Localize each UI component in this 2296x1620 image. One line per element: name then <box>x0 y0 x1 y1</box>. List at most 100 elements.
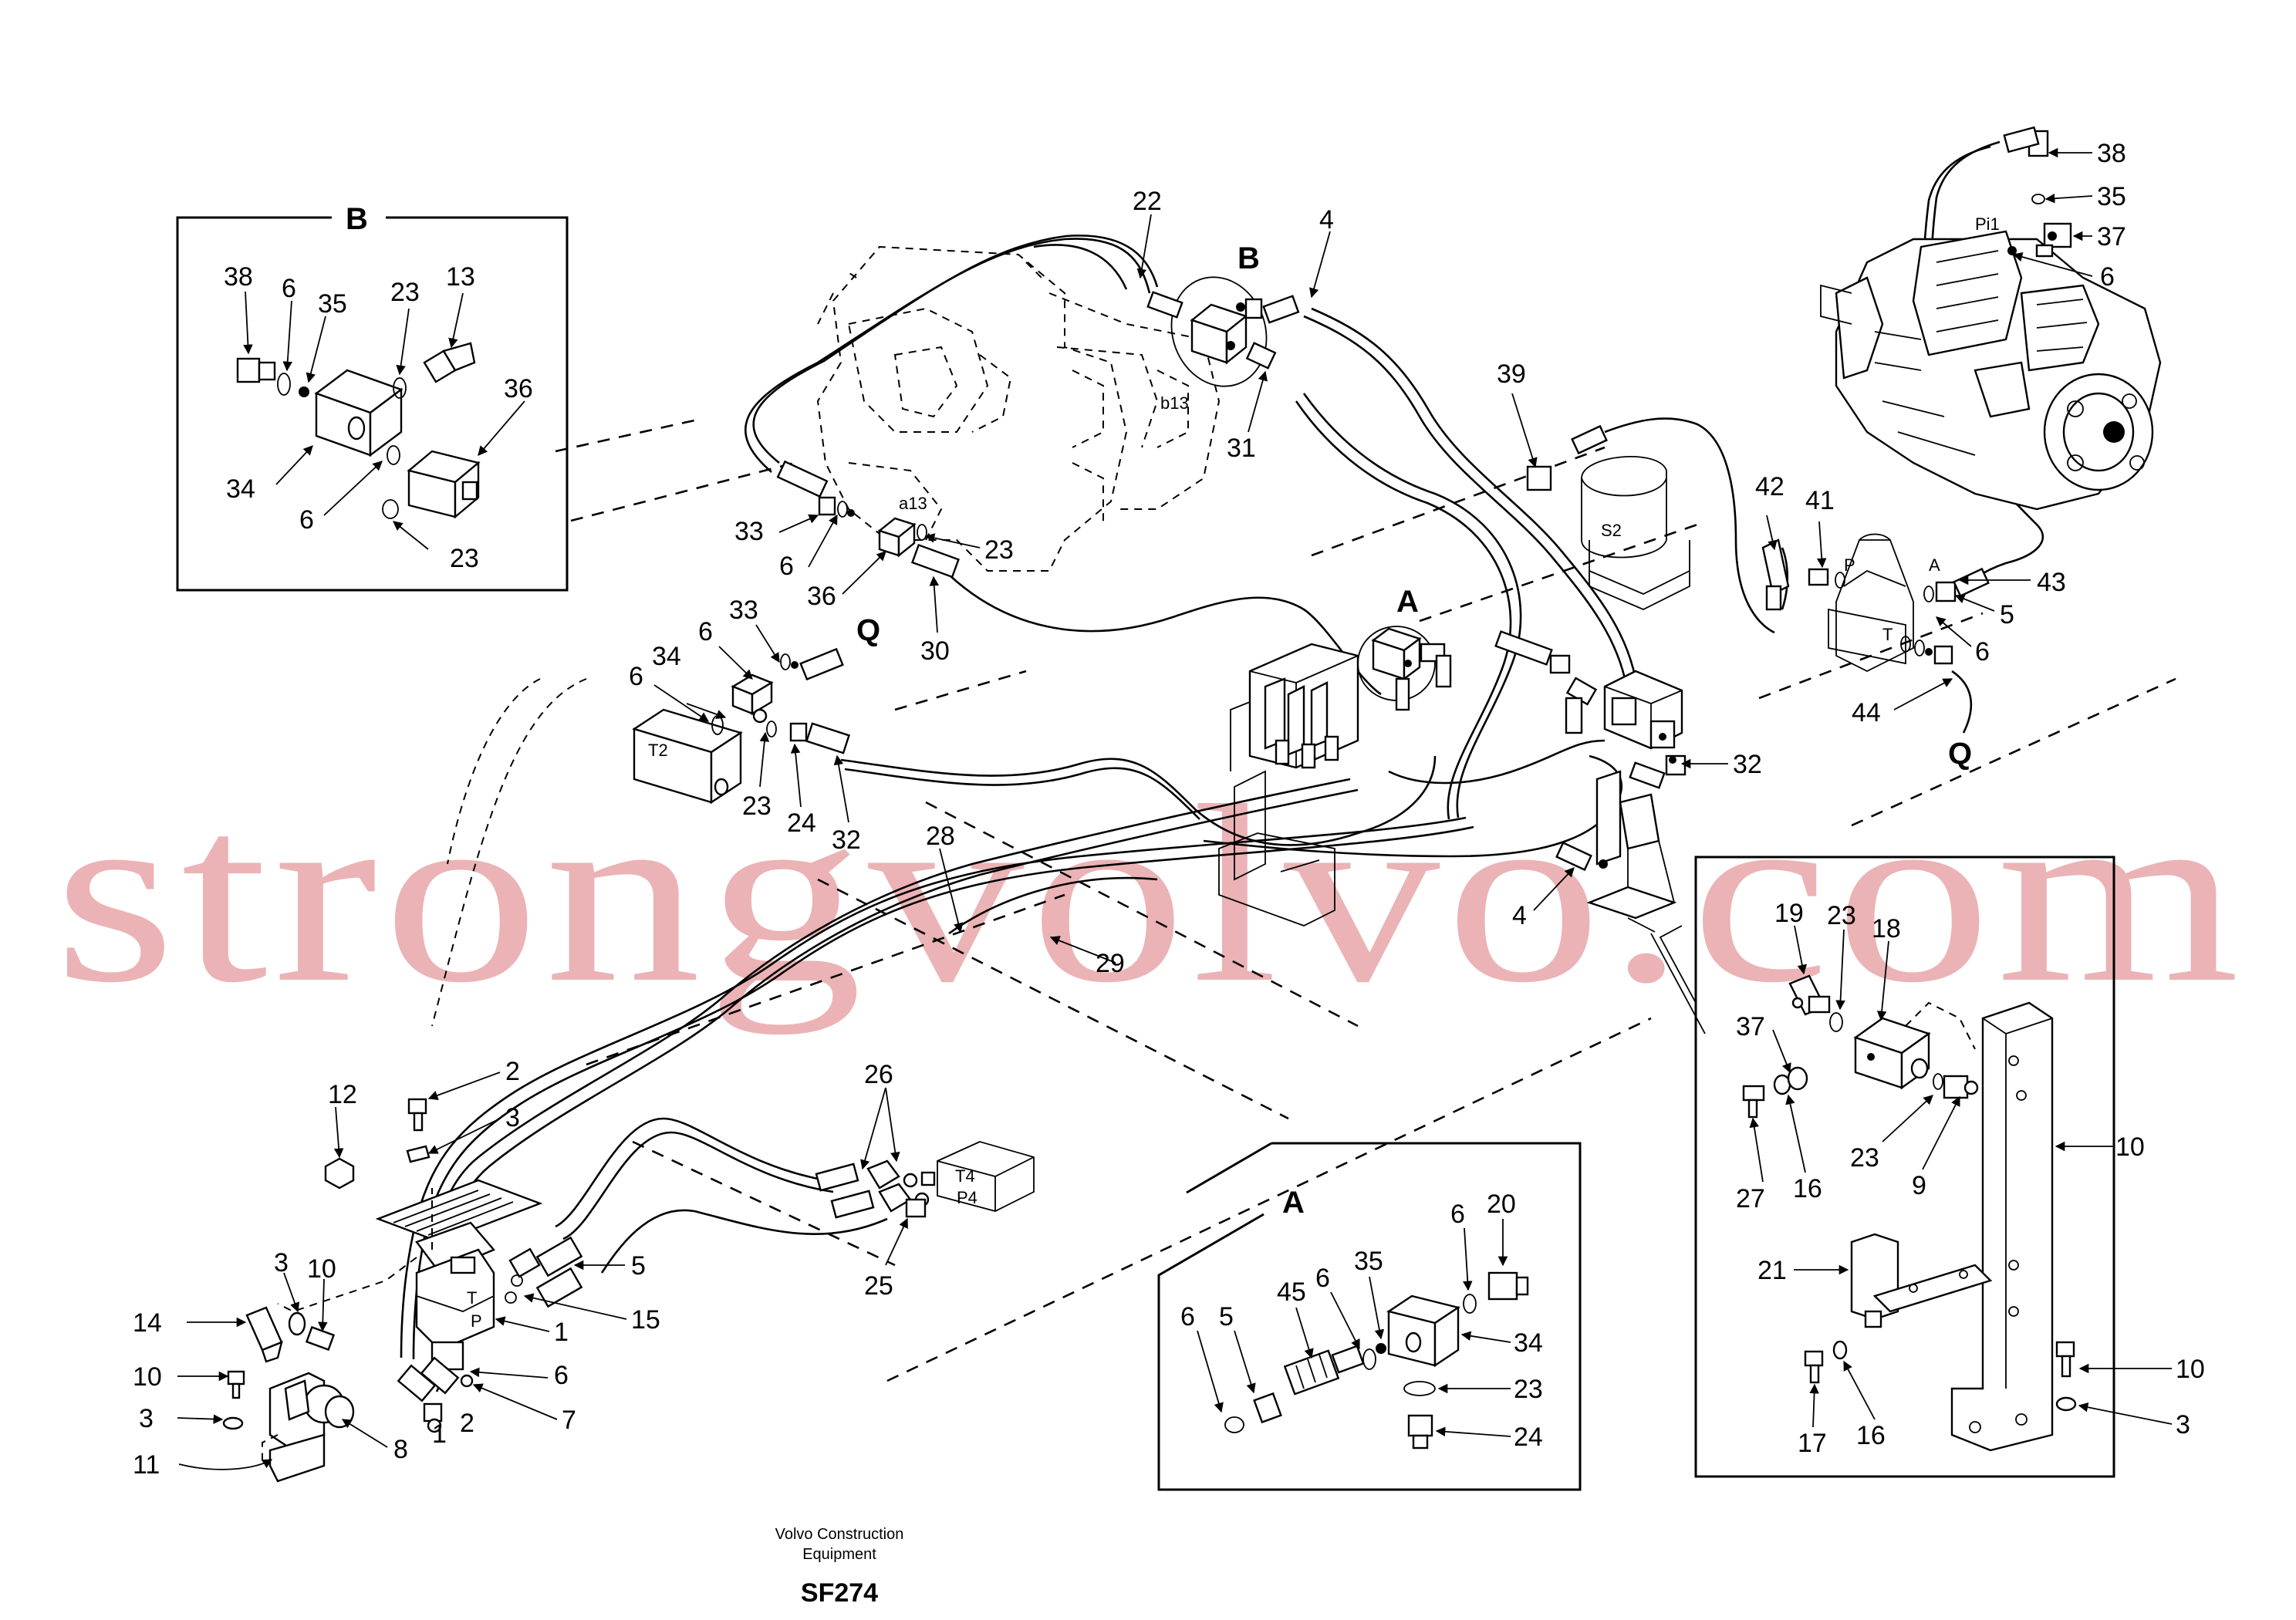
block-34-a <box>1386 1294 1460 1368</box>
callout-45: 45 <box>1277 1277 1306 1307</box>
port-label-p: P <box>1844 555 1855 575</box>
mounting-bracket-4 <box>1555 770 1677 920</box>
block-18 <box>1853 1017 1931 1090</box>
callout-10: 10 <box>2115 1132 2145 1162</box>
view-b-detail: B <box>1146 241 1300 387</box>
callout-30: 30 <box>920 636 950 666</box>
footer-company-line1: Volvo Construction <box>775 1526 904 1543</box>
main-leaders <box>177 147 2093 1470</box>
callout-13: 13 <box>446 262 475 292</box>
callout-4: 4 <box>1319 205 1334 235</box>
callout-7: 7 <box>562 1406 576 1435</box>
port-block-t4-p4: T4 P4 <box>815 1141 1035 1219</box>
footer: Volvo Construction Equipment SF274 <box>775 1526 904 1608</box>
callout-6: 6 <box>698 617 713 646</box>
dashed-reference-lines <box>431 419 2176 1382</box>
port-label-t4: T4 <box>955 1166 975 1186</box>
watermark: strongvolvo.com <box>54 754 2245 1035</box>
callout-38: 38 <box>2097 139 2126 168</box>
callout-35: 35 <box>2097 182 2126 211</box>
callout-23: 23 <box>984 535 1014 565</box>
port-label-p4: P4 <box>957 1188 977 1207</box>
callout-33: 33 <box>729 596 758 625</box>
callout-41: 41 <box>1805 486 1835 515</box>
callout-15: 15 <box>631 1305 660 1335</box>
view-a-callout: A <box>1357 585 1452 711</box>
o-ring <box>393 377 407 399</box>
block-36 <box>407 450 481 519</box>
callout-5: 5 <box>1219 1302 1234 1331</box>
callout-5: 5 <box>2000 600 2014 629</box>
callout-6: 6 <box>629 662 643 691</box>
q-marker: Q <box>856 613 880 647</box>
callout-6: 6 <box>554 1361 569 1390</box>
callout-32: 32 <box>832 825 861 855</box>
callout-3: 3 <box>505 1103 520 1132</box>
detail-box-right: 19 23 18 37 27 16 23 9 10 21 17 16 10 3 <box>1627 856 2205 1478</box>
elbow-fitting-13 <box>423 342 476 383</box>
block-34 <box>314 369 403 457</box>
main-callouts: 22 4 31 33 6 36 23 30 33 6 34 6 23 24 32… <box>629 139 2126 1301</box>
callout-6: 6 <box>1450 1200 1465 1229</box>
callout-26: 26 <box>864 1060 893 1089</box>
callout-10: 10 <box>133 1362 162 1392</box>
hydraulic-pump: Pi1 <box>1820 126 2162 511</box>
callout-11: 11 <box>133 1450 160 1480</box>
fitting-group-a13 <box>776 460 960 579</box>
callout-22: 22 <box>1133 187 1162 216</box>
callout-32: 32 <box>1733 750 1762 779</box>
callout-14: 14 <box>133 1308 162 1338</box>
callout-10: 10 <box>2176 1355 2205 1384</box>
callout-38: 38 <box>224 262 253 292</box>
elbow-19 <box>1788 974 1831 1016</box>
port-label-a13: a13 <box>899 494 927 513</box>
callout-6: 6 <box>1180 1302 1195 1331</box>
callout-1: 1 <box>554 1318 569 1347</box>
callout-12: 12 <box>328 1080 357 1109</box>
footer-company-line2: Equipment <box>802 1546 876 1563</box>
callout-9: 9 <box>1912 1171 1926 1200</box>
callout-3: 3 <box>274 1248 289 1277</box>
callout-37: 37 <box>2097 222 2126 251</box>
adapter-38 <box>236 357 276 383</box>
callout-6: 6 <box>779 552 794 581</box>
figure-code: SF274 <box>801 1578 878 1608</box>
callout-20: 20 <box>1487 1190 1516 1219</box>
port-label-b13: b13 <box>1160 393 1189 413</box>
callout-3: 3 <box>2176 1410 2190 1439</box>
main-control-valve: b13 a13 <box>816 245 1221 572</box>
callout-39: 39 <box>1497 359 1526 389</box>
seal-ball <box>299 386 309 397</box>
foot-pedal-valve: T P <box>277 1098 583 1433</box>
callout-19: 19 <box>1774 899 1804 928</box>
callout-35: 35 <box>1354 1247 1383 1276</box>
fitting-group-t2: T2 <box>632 647 850 805</box>
pedal-callouts: 12 2 3 3 10 14 10 3 11 8 1 2 6 7 1 5 15 <box>133 1057 660 1480</box>
solenoid-valve-bank <box>1218 643 1359 926</box>
port-label-p-pedal: P <box>471 1311 482 1331</box>
o-ring <box>387 445 400 465</box>
port-label-t-pedal: T <box>467 1288 477 1308</box>
q-marker: Q <box>1948 737 1972 771</box>
callout-21: 21 <box>1757 1256 1787 1285</box>
callout-27: 27 <box>1736 1184 1765 1213</box>
callout-3: 3 <box>139 1404 154 1433</box>
callout-23: 23 <box>390 278 420 307</box>
pedal-bracket <box>222 1306 355 1483</box>
callout-16: 16 <box>1856 1421 1886 1450</box>
view-b-label: B <box>1237 241 1260 275</box>
valve-block <box>1190 303 1248 365</box>
callout-35: 35 <box>318 289 347 319</box>
callout-34: 34 <box>226 474 255 504</box>
callout-24: 24 <box>1514 1423 1543 1452</box>
callout-33: 33 <box>734 517 764 546</box>
callout-23: 23 <box>1827 901 1856 930</box>
callout-8: 8 <box>393 1435 408 1464</box>
callout-1: 1 <box>432 1419 447 1449</box>
callout-29: 29 <box>1096 949 1125 978</box>
o-ring <box>382 499 399 519</box>
callout-42: 42 <box>1755 472 1784 501</box>
callout-16: 16 <box>1793 1174 1822 1203</box>
callout-10: 10 <box>307 1254 336 1284</box>
